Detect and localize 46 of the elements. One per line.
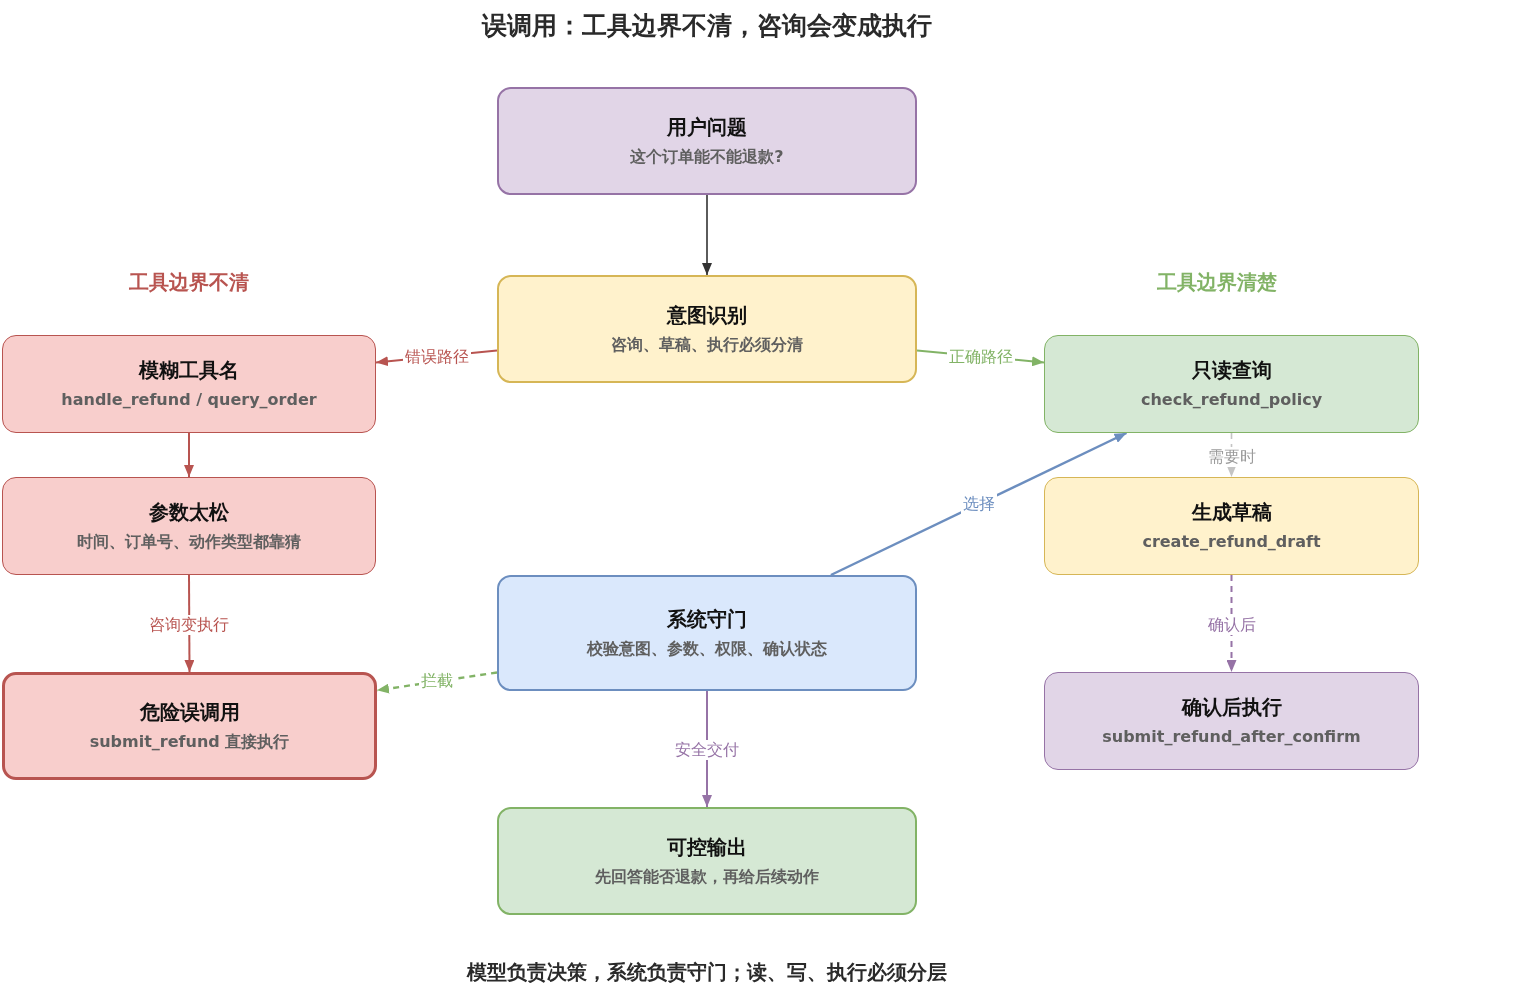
edge-label: 正确路径 — [946, 346, 1015, 367]
node-title: 危险误调用 — [139, 699, 240, 725]
node-title: 可控输出 — [667, 834, 747, 860]
process-box — [2, 672, 377, 780]
node-description: check_refund_policy — [1139, 389, 1324, 411]
node-title: 生成草稿 — [1191, 499, 1272, 525]
column-heading: 工具边界清楚 — [1157, 269, 1277, 296]
node-title: 模糊工具名 — [139, 357, 239, 383]
node-title: 用户问题 — [667, 114, 747, 140]
dashed-arrow — [1226, 574, 1237, 673]
process-box — [2, 335, 376, 433]
edge-label: 拦截 — [419, 671, 455, 692]
node-description: 时间、订单号、动作类型都靠猜 — [76, 531, 302, 553]
column-heading: 工具边界不清 — [129, 269, 249, 296]
process-box — [497, 275, 917, 383]
node-description: submit_refund 直接执行 — [88, 731, 291, 753]
node-title: 确认后执行 — [1181, 694, 1282, 720]
node-description: 校验意图、参数、权限、确认状态 — [585, 638, 828, 660]
diagram-title: 误调用：工具边界不清，咨询会变成执行 — [480, 10, 933, 42]
arrow — [830, 431, 1127, 577]
arrow — [702, 194, 712, 276]
process-box — [497, 807, 917, 915]
edge-label: 安全交付 — [673, 740, 741, 761]
edge-label: 咨询变执行 — [147, 615, 232, 636]
node-title: 只读查询 — [1191, 357, 1272, 383]
edge-label: 选择 — [960, 494, 997, 514]
node-description: 先回答能否退款，再给后续动作 — [594, 866, 820, 888]
process-box — [497, 575, 917, 691]
node-description: submit_refund_after_confirm — [1101, 726, 1362, 748]
node-title: 参数太松 — [149, 499, 229, 525]
node-title: 系统守门 — [667, 606, 747, 632]
node-title: 意图识别 — [667, 302, 747, 328]
node-description: create_refund_draft — [1141, 531, 1322, 553]
arrow — [184, 432, 194, 478]
node-description: 这个订单能不能退款? — [629, 146, 785, 168]
dashed-arrow — [1226, 432, 1237, 478]
process-box — [1044, 477, 1419, 575]
node-description: 咨询、草稿、执行必须分清 — [610, 334, 804, 356]
node-description: handle_refund / query_order — [60, 389, 318, 411]
edge-label: 确认后 — [1205, 615, 1258, 636]
process-box — [497, 87, 917, 195]
footer-note: 模型负责决策，系统负责守门；读、写、执行必须分层 — [465, 959, 948, 986]
process-box — [2, 477, 376, 575]
process-box — [1044, 672, 1419, 770]
process-box — [1044, 335, 1419, 433]
edge-label: 错误路径 — [402, 346, 471, 367]
